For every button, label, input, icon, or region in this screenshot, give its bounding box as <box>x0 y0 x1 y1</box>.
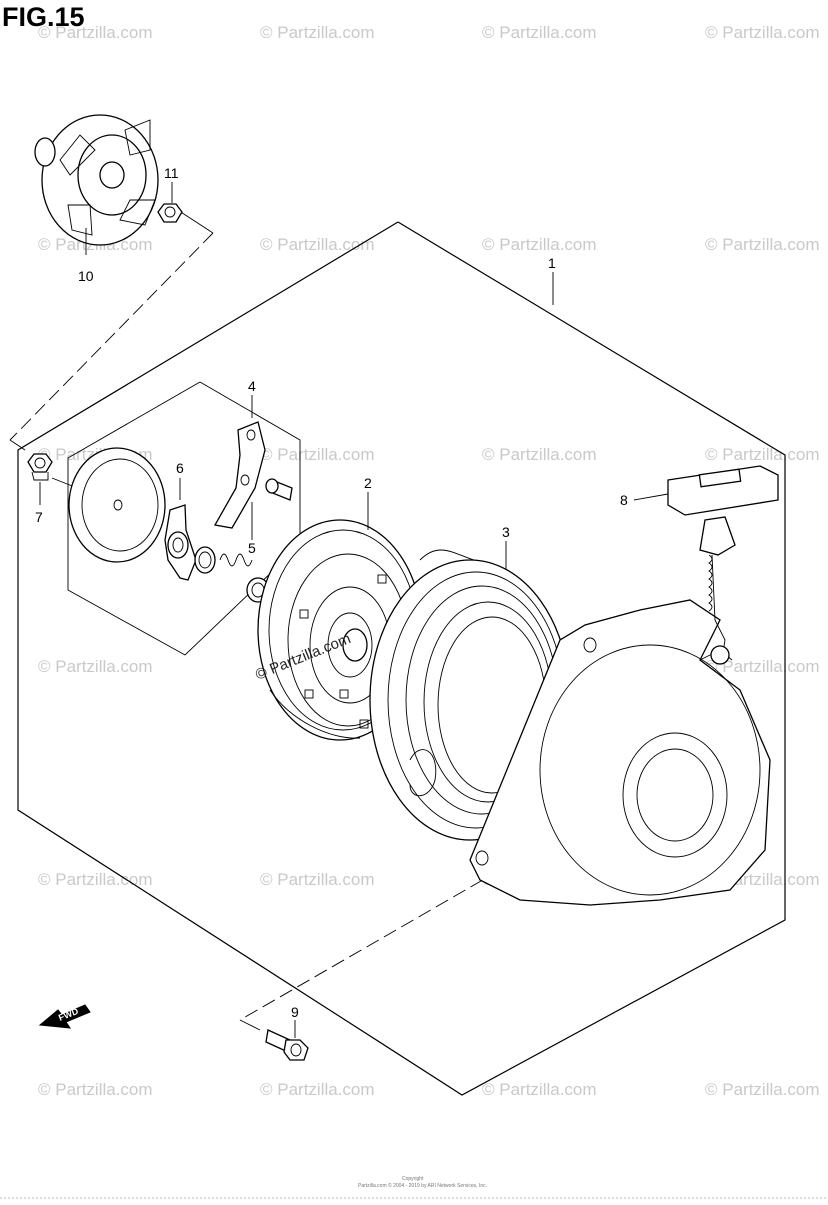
leader-10-group <box>9 232 214 441</box>
part-5-pin <box>265 478 293 501</box>
callout-5: 5 <box>248 540 256 556</box>
watermark: © Partzilla.com <box>260 1080 375 1099</box>
watermark: © Partzilla.com <box>705 657 820 676</box>
part-guide-plate <box>68 447 166 563</box>
watermark: © Partzilla.com <box>482 235 597 254</box>
part-7-nut <box>27 453 53 481</box>
leader-10-corner <box>9 439 26 451</box>
fwd-arrow-icon: FWD <box>38 1004 91 1029</box>
callout-2: 2 <box>364 475 372 491</box>
callout-11: 11 <box>164 165 179 181</box>
part-4-ratchet-pawl <box>213 421 266 529</box>
callout-8: 8 <box>620 492 628 508</box>
part-6-friction-plate <box>164 504 197 581</box>
watermark: © Partzilla.com <box>482 1080 597 1099</box>
callout-9: 9 <box>291 1004 299 1020</box>
watermark: © Partzilla.com <box>260 235 375 254</box>
watermark: © Partzilla.com <box>482 23 597 42</box>
callout-labels: 1 2 3 4 5 6 7 8 9 10 11 <box>35 165 628 1020</box>
watermark: © Partzilla.com <box>38 23 153 42</box>
leader-9 <box>239 869 501 1021</box>
callout-4: 4 <box>248 378 256 394</box>
watermark: © Partzilla.com <box>705 445 820 464</box>
watermark: © Partzilla.com <box>260 23 375 42</box>
part-11-nut <box>157 203 183 223</box>
watermark: © Partzilla.com <box>38 657 153 676</box>
part-8-starter-handle <box>667 465 779 665</box>
callout-10: 10 <box>78 268 94 284</box>
assembly-1-outline <box>17 221 786 1096</box>
watermark: © Partzilla.com <box>705 1080 820 1099</box>
callout-1: 1 <box>548 255 556 271</box>
watermark: © Partzilla.com <box>260 445 375 464</box>
leader-9-corner <box>239 1019 261 1031</box>
watermark: © Partzilla.com <box>38 1080 153 1099</box>
part-10-drive-cup <box>34 114 159 246</box>
callout-6: 6 <box>176 460 184 476</box>
watermark: © Partzilla.com <box>705 235 820 254</box>
part-spring-set <box>194 546 270 603</box>
subassembly-outline <box>67 381 301 656</box>
callout-3: 3 <box>502 524 510 540</box>
footer-line-2: Partzilla.com © 2004 - 2019 by ARI Netwo… <box>358 1182 487 1189</box>
callout-7: 7 <box>35 509 43 525</box>
watermark: © Partzilla.com <box>705 23 820 42</box>
part-9-bolt <box>265 1029 309 1061</box>
leader-8 <box>633 493 669 501</box>
part-1-starter-case <box>469 599 771 906</box>
watermark: © Partzilla.com <box>482 445 597 464</box>
footer-line-1: Copyright <box>402 1176 424 1182</box>
watermark: © Partzilla.com <box>38 870 153 889</box>
watermark: © Partzilla.com <box>260 870 375 889</box>
figure-title: FIG.15 <box>2 2 85 32</box>
